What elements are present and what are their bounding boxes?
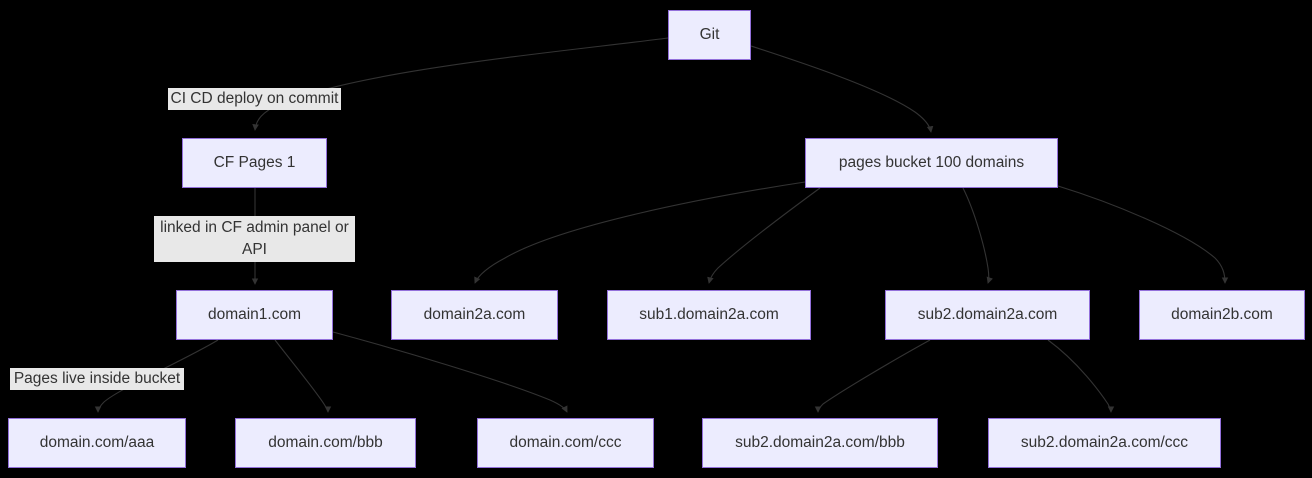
node-domain1[interactable]: domain1.com <box>176 290 333 340</box>
node-pagesbucket[interactable]: pages bucket 100 domains <box>805 138 1058 188</box>
edge-git-to-cfpages1 <box>252 37 669 131</box>
edge-pagesbucket-to-sub2 <box>962 187 993 284</box>
edge-pagesbucket-to-sub1 <box>707 187 821 284</box>
edge-pagesbucket-to-domain2a <box>474 181 806 284</box>
node-sub2ccc[interactable]: sub2.domain2a.com/ccc <box>988 418 1221 468</box>
node-sub2domain2a[interactable]: sub2.domain2a.com <box>885 290 1090 340</box>
edge-domain1-to-bbb <box>274 339 332 413</box>
edge-git-to-pagesbucket <box>750 45 934 133</box>
node-domain2a[interactable]: domain2a.com <box>391 290 558 340</box>
node-sub1domain2a[interactable]: sub1.domain2a.com <box>607 290 811 340</box>
edge-pagesbucket-to-domain2b <box>1057 185 1229 284</box>
edge-label-lbl-pages: Pages live inside bucket <box>10 368 184 390</box>
edge-sub2-to-bbb <box>814 339 931 413</box>
edge-sub2-to-ccc <box>1047 339 1115 413</box>
node-sub2bbb[interactable]: sub2.domain2a.com/bbb <box>702 418 938 468</box>
edge-label-lbl-cicd: CI CD deploy on commit <box>168 88 341 110</box>
edge-domain1-to-ccc <box>332 331 568 413</box>
edge-label-lbl-linked: linked in CF admin panel or API <box>154 216 355 262</box>
node-cfpages1[interactable]: CF Pages 1 <box>182 138 327 188</box>
node-git[interactable]: Git <box>668 10 751 60</box>
node-domain2b[interactable]: domain2b.com <box>1139 290 1305 340</box>
node-domainbbb[interactable]: domain.com/bbb <box>235 418 416 468</box>
node-domainaaa[interactable]: domain.com/aaa <box>8 418 186 468</box>
node-domainccc[interactable]: domain.com/ccc <box>477 418 654 468</box>
